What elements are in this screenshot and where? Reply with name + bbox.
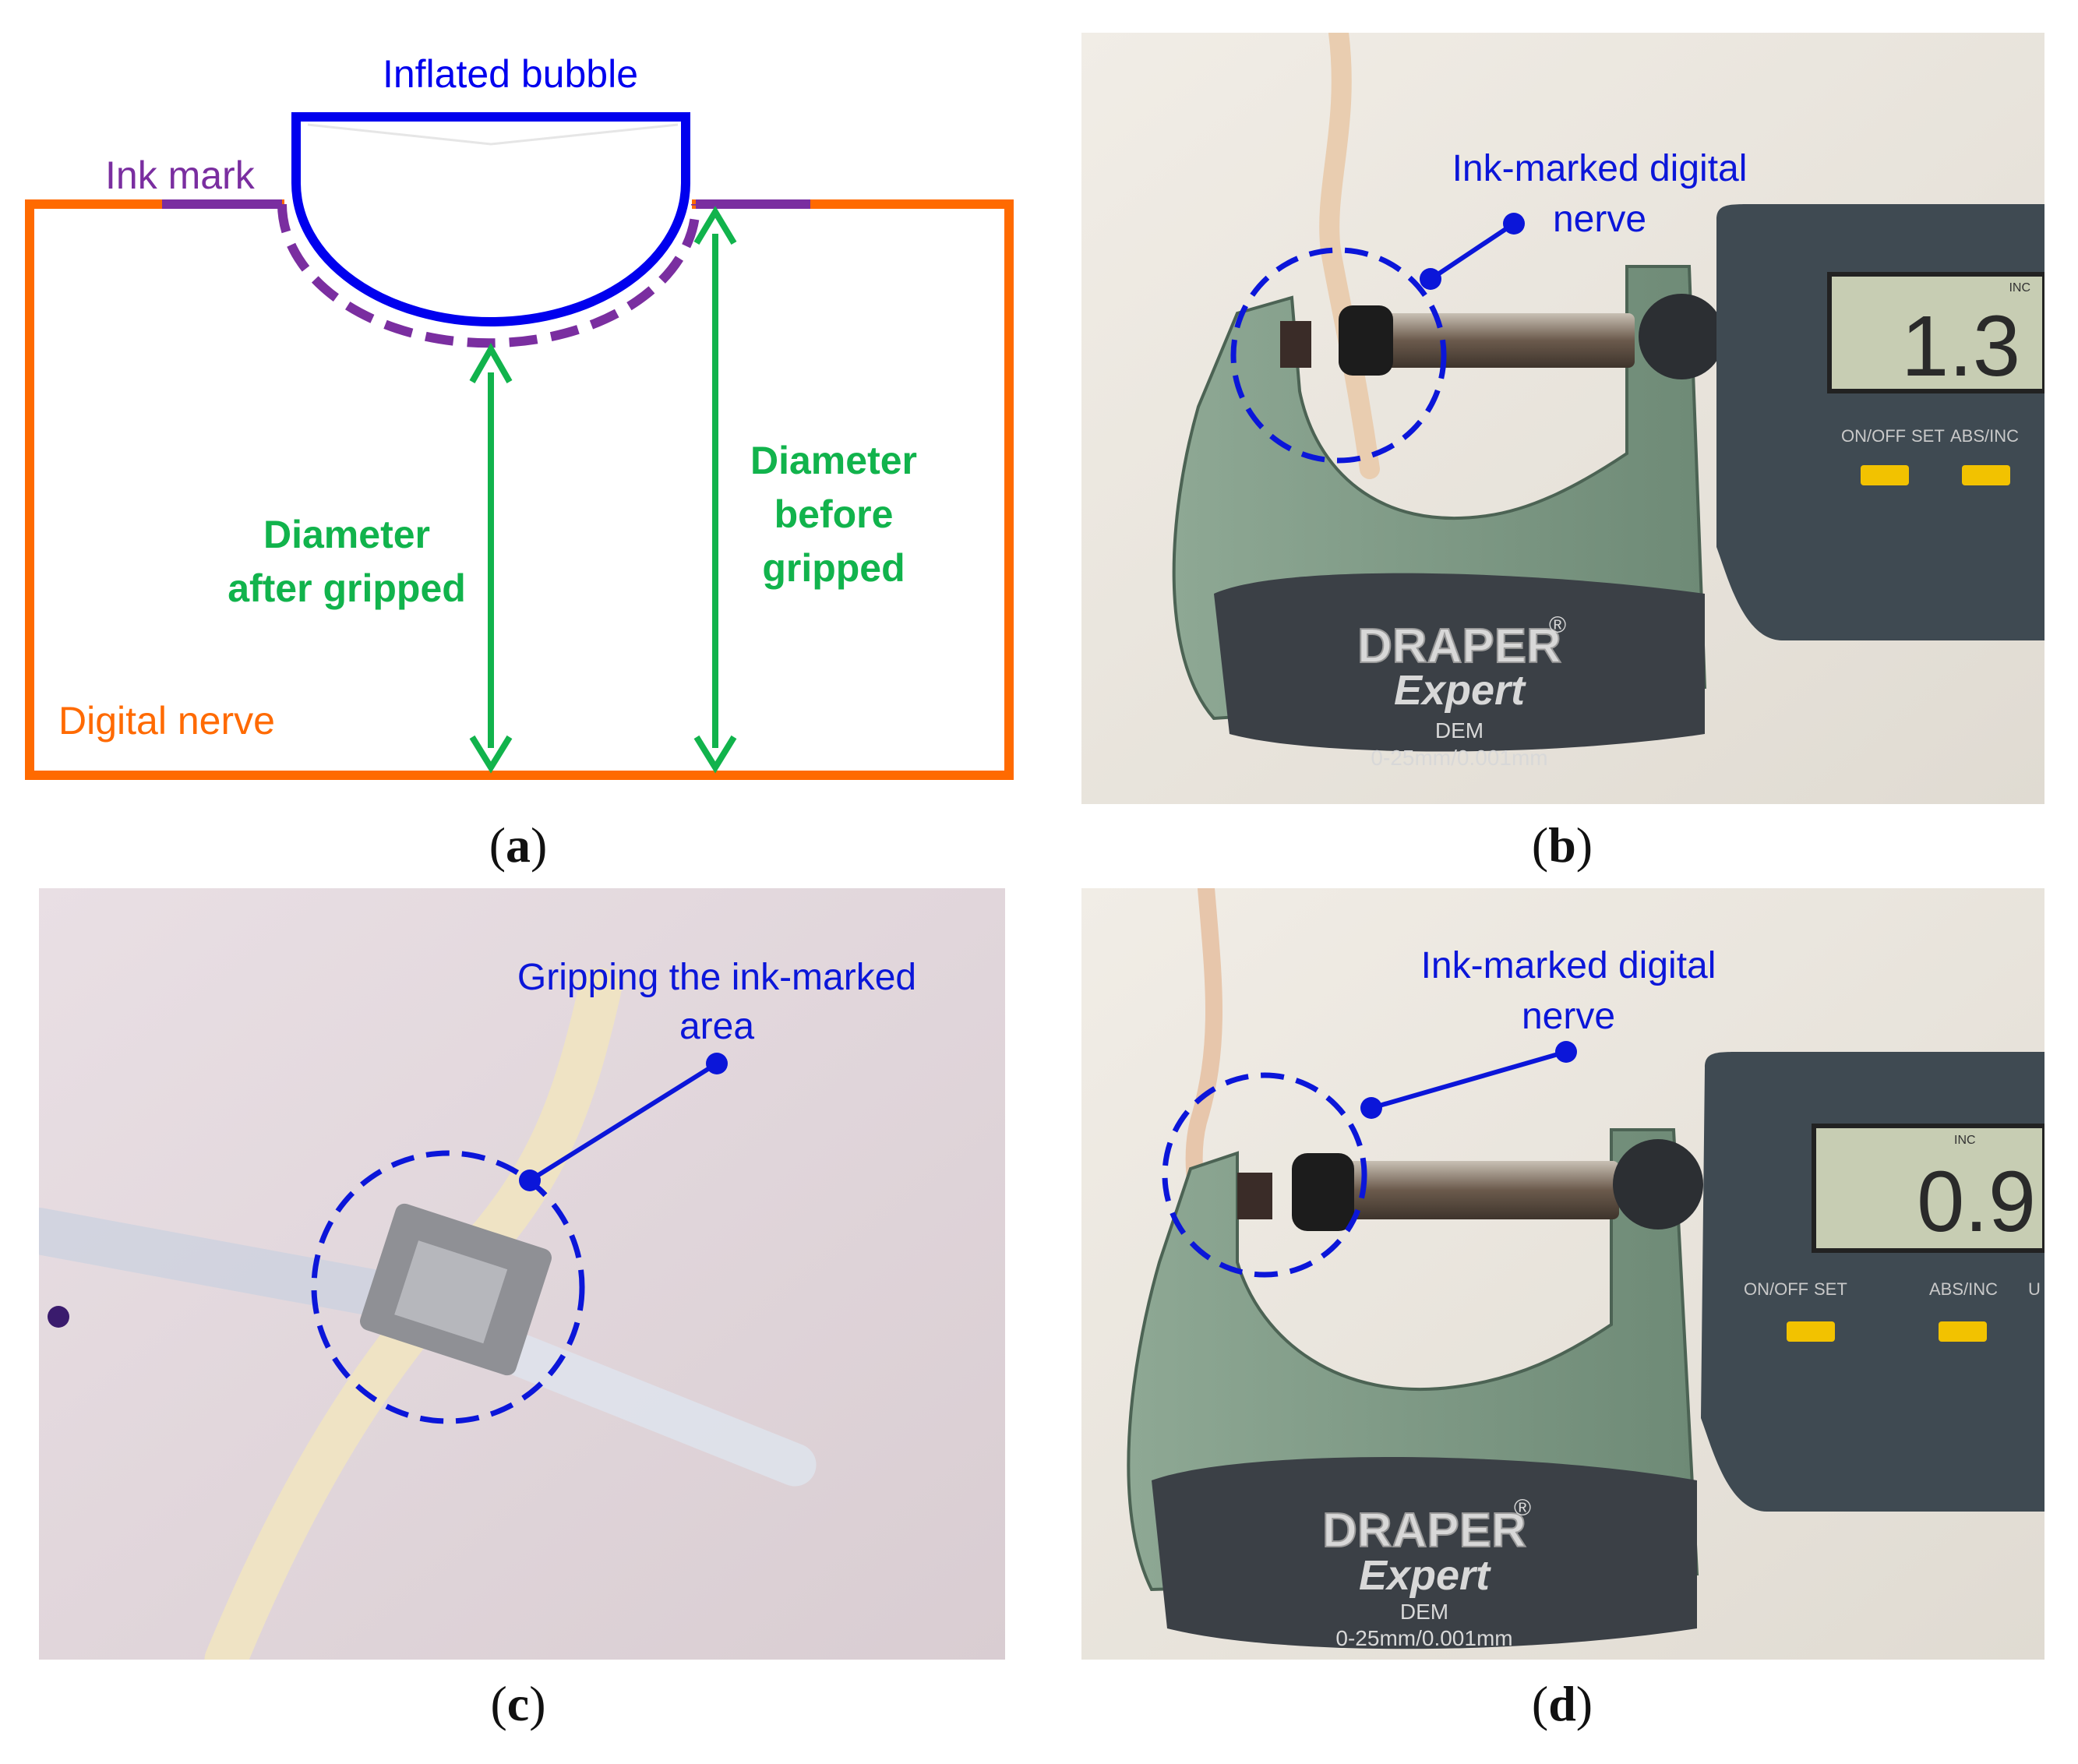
leader-dot-end bbox=[706, 1053, 728, 1074]
annotation-text-1: Ink-marked digital bbox=[1452, 148, 1748, 189]
arrow-diameter-after bbox=[469, 342, 513, 774]
arrow-diameter-before bbox=[693, 206, 737, 774]
annotation-text-2: nerve bbox=[1553, 199, 1646, 240]
brand-expert: Expert bbox=[1394, 667, 1526, 714]
ink-mark-dashed-arc bbox=[277, 203, 700, 348]
panel-d-photo: 0.9 INC ON/OFF SET ABS/INC U DRAPER Expe… bbox=[1081, 888, 2044, 1660]
leader-dot-end bbox=[1555, 1041, 1577, 1063]
lcd-screen bbox=[1827, 272, 2044, 393]
annotation-text-1: Gripping the ink-marked bbox=[517, 957, 916, 998]
caption-b: (b) bbox=[1531, 817, 1593, 873]
brand-registered: ® bbox=[1549, 612, 1566, 638]
annotation-leader bbox=[1371, 1050, 1567, 1110]
annotation-leader bbox=[1431, 221, 1515, 280]
anvil bbox=[1237, 1173, 1272, 1219]
anvil bbox=[1280, 321, 1311, 368]
model-range: 0-25mm/0.001mm bbox=[1335, 1626, 1512, 1650]
panel-c-photo: Gripping the ink-marked area bbox=[39, 888, 1005, 1660]
lcd-unit: INC bbox=[1954, 1134, 1976, 1147]
button-label-set: SET bbox=[1911, 426, 1945, 446]
button-label-onoff: ON/OFF bbox=[1744, 1279, 1808, 1299]
button-onoff bbox=[1787, 1321, 1835, 1342]
model-dem: DEM bbox=[1435, 718, 1484, 743]
caption-b-letter: b bbox=[1548, 817, 1576, 873]
caption-a: (a) bbox=[489, 817, 548, 873]
spindle-collar bbox=[1292, 1153, 1354, 1231]
brand-expert: Expert bbox=[1359, 1552, 1491, 1599]
nerve-outline bbox=[25, 199, 1014, 780]
display-body bbox=[1716, 204, 2044, 640]
highlight-circle bbox=[1230, 247, 1447, 464]
caption-d-letter: d bbox=[1548, 1676, 1576, 1731]
label-diameter-after-1: Diameter bbox=[263, 513, 430, 556]
panel-a-schematic: Inflated bubble Ink mark Diameter after … bbox=[25, 52, 1014, 780]
bubble-highlight bbox=[307, 123, 679, 146]
brand-registered: ® bbox=[1514, 1495, 1531, 1521]
button-label-absinc: ABS/INC bbox=[1929, 1279, 1998, 1299]
caption-d: (d) bbox=[1531, 1676, 1593, 1731]
leader-dot-end bbox=[1503, 213, 1525, 235]
caption-c: (c) bbox=[490, 1676, 546, 1731]
highlight-circle bbox=[311, 1150, 585, 1424]
logo-plate bbox=[1214, 573, 1705, 752]
label-diameter-before-3: gripped bbox=[762, 546, 905, 590]
annotation-text-2: area bbox=[679, 1006, 754, 1047]
lcd-value: 1.3 bbox=[1901, 298, 2020, 394]
annotation-text-1: Ink-marked digital bbox=[1421, 945, 1716, 986]
button-label-onoff: ON/OFF bbox=[1841, 426, 1906, 446]
logo-plate bbox=[1152, 1457, 1697, 1649]
annotation-leader bbox=[528, 1061, 718, 1183]
gripper-face bbox=[394, 1240, 508, 1344]
lcd-value: 0.9 bbox=[1917, 1154, 2036, 1250]
spindle bbox=[1300, 1161, 1619, 1219]
spindle-collar bbox=[1339, 305, 1393, 376]
ink-spot bbox=[48, 1306, 69, 1328]
label-inflated-bubble: Inflated bubble bbox=[383, 52, 638, 96]
button-absinc bbox=[1939, 1321, 1987, 1342]
button-label-set: SET bbox=[1814, 1279, 1847, 1299]
caption-c-letter: c bbox=[506, 1676, 530, 1731]
lock-knob bbox=[1613, 1139, 1703, 1230]
brand-draper: DRAPER bbox=[1322, 1504, 1526, 1558]
lcd-unit: INC bbox=[2009, 281, 2030, 295]
label-diameter-before-2: before bbox=[774, 492, 894, 536]
leader-dot-start bbox=[519, 1170, 541, 1191]
lock-knob bbox=[1639, 294, 1724, 379]
tube-left bbox=[39, 1208, 421, 1321]
lcd-screen bbox=[1812, 1124, 2044, 1253]
model-range: 0-25mm/0.001mm bbox=[1371, 746, 1547, 770]
model-dem: DEM bbox=[1400, 1600, 1448, 1624]
button-onoff bbox=[1861, 465, 1909, 485]
brand-draper: DRAPER bbox=[1357, 619, 1561, 673]
tube-right bbox=[500, 1334, 817, 1487]
button-absinc bbox=[1962, 465, 2010, 485]
panel-b-photo: 1.3 INC ON/OFF SET ABS/INC DRAPER Expert… bbox=[1081, 33, 2044, 804]
inflated-bubble bbox=[291, 112, 690, 326]
spindle bbox=[1339, 313, 1635, 368]
leader-dot-start bbox=[1360, 1097, 1382, 1119]
label-diameter-before-1: Diameter bbox=[750, 439, 917, 482]
label-digital-nerve: Digital nerve bbox=[58, 699, 275, 743]
caption-a-letter: a bbox=[506, 817, 531, 873]
button-label-extra: U bbox=[2028, 1279, 2041, 1299]
highlight-circle bbox=[1162, 1072, 1367, 1278]
annotation-text-2: nerve bbox=[1522, 996, 1615, 1037]
label-diameter-after-2: after gripped bbox=[228, 566, 466, 610]
leader-dot-start bbox=[1420, 268, 1441, 290]
label-ink-mark: Ink mark bbox=[105, 153, 256, 197]
button-label-absinc: ABS/INC bbox=[1950, 426, 2019, 446]
